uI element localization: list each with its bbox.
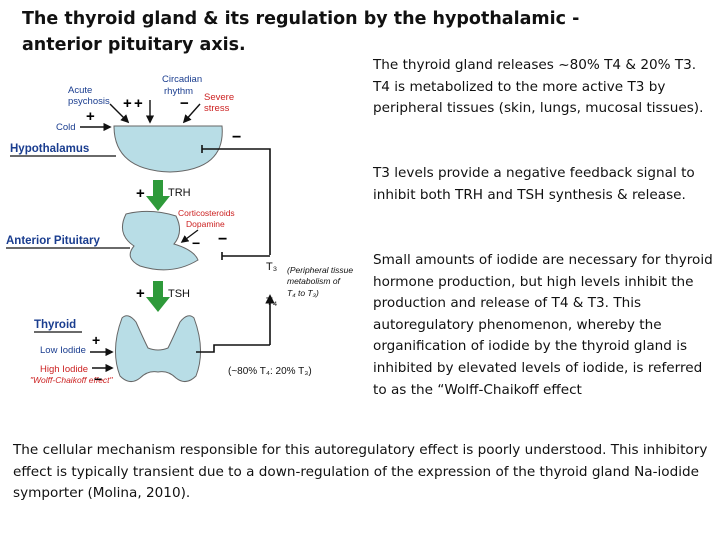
sign-plus-cold: + — [86, 108, 95, 125]
sign-plus-circadian: + — [134, 95, 143, 112]
sign-minus-corticosteroids: − — [192, 235, 200, 251]
sign-minus-high-iodide: − — [94, 371, 102, 387]
label-severe-stress-2: stress — [204, 103, 230, 114]
label-thyroid: Thyroid — [34, 319, 76, 331]
paragraph-cellular-mechanism: The cellular mechanism responsible for t… — [13, 442, 708, 502]
paragraph-negative-feedback: T3 levels provide a negative feedback si… — [373, 165, 695, 203]
label-acute-psychosis-2: psychosis — [68, 96, 110, 107]
hpt-axis-diagram: Acute psychosis Circadian rhythm Severe … — [6, 74, 353, 387]
anterior-pituitary-shape — [121, 210, 199, 271]
slide-title: The thyroid gland & its regulation by th… — [22, 9, 580, 55]
arrow-severe-stress — [182, 103, 201, 124]
label-peripheral-1: (Peripheral tissue — [287, 265, 353, 275]
label-peripheral-3: T₄ to T₃) — [287, 288, 319, 298]
label-severe-stress: Severe — [204, 92, 234, 103]
label-anterior-pituitary: Anterior Pituitary — [6, 235, 101, 247]
label-low-iodide: Low Iodide — [40, 345, 86, 356]
sign-minus-hypothalamus: − — [232, 129, 241, 146]
sign-plus-trh: + — [136, 185, 145, 202]
sign-plus-low-iodide: + — [92, 332, 100, 348]
label-tsh: TSH — [168, 288, 190, 300]
label-circadian: Circadian — [162, 74, 202, 85]
label-trh: TRH — [168, 187, 191, 199]
thyroid-shape — [115, 315, 201, 382]
label-hypothalamus: Hypothalamus — [10, 143, 89, 155]
label-peripheral-2: metabolism of — [287, 276, 342, 286]
sign-minus-stress: − — [180, 95, 189, 112]
inhibit-bracket-pituitary — [221, 252, 270, 260]
sign-plus-psychosis: + — [123, 95, 132, 112]
label-t4: T₄ — [266, 296, 278, 308]
paragraph-wolff-chaikoff: Small amounts of iodide are necessary fo… — [373, 252, 713, 398]
trh-arrow — [146, 180, 170, 211]
inhibit-bracket-hypothalamus — [201, 145, 271, 255]
label-circadian-2: rhythm — [164, 86, 193, 97]
label-t3: T₃ — [266, 261, 277, 273]
label-corticosteroids: Corticosteroids — [178, 208, 235, 218]
label-output-ratio: (~80% T₄: 20% T₃) — [228, 366, 312, 377]
arrow-corticosteroids — [180, 229, 199, 243]
thyroid-output-line — [196, 344, 270, 353]
sign-minus-pituitary: − — [218, 231, 227, 248]
label-acute-psychosis: Acute — [68, 85, 92, 96]
paragraph-t4-t3-release: The thyroid gland releases ~80% T4 & 20%… — [373, 57, 704, 117]
label-wolff-chaikoff: "Wolff-Chaikoff effect" — [30, 375, 114, 385]
tsh-arrow — [146, 281, 170, 312]
label-dopamine: Dopamine — [186, 219, 225, 229]
label-high-iodide: High Iodide — [40, 364, 88, 375]
arrow-psychosis — [109, 103, 130, 124]
sign-plus-tsh: + — [136, 285, 145, 302]
hypothalamus-shape — [113, 125, 223, 173]
label-cold: Cold — [56, 122, 76, 133]
